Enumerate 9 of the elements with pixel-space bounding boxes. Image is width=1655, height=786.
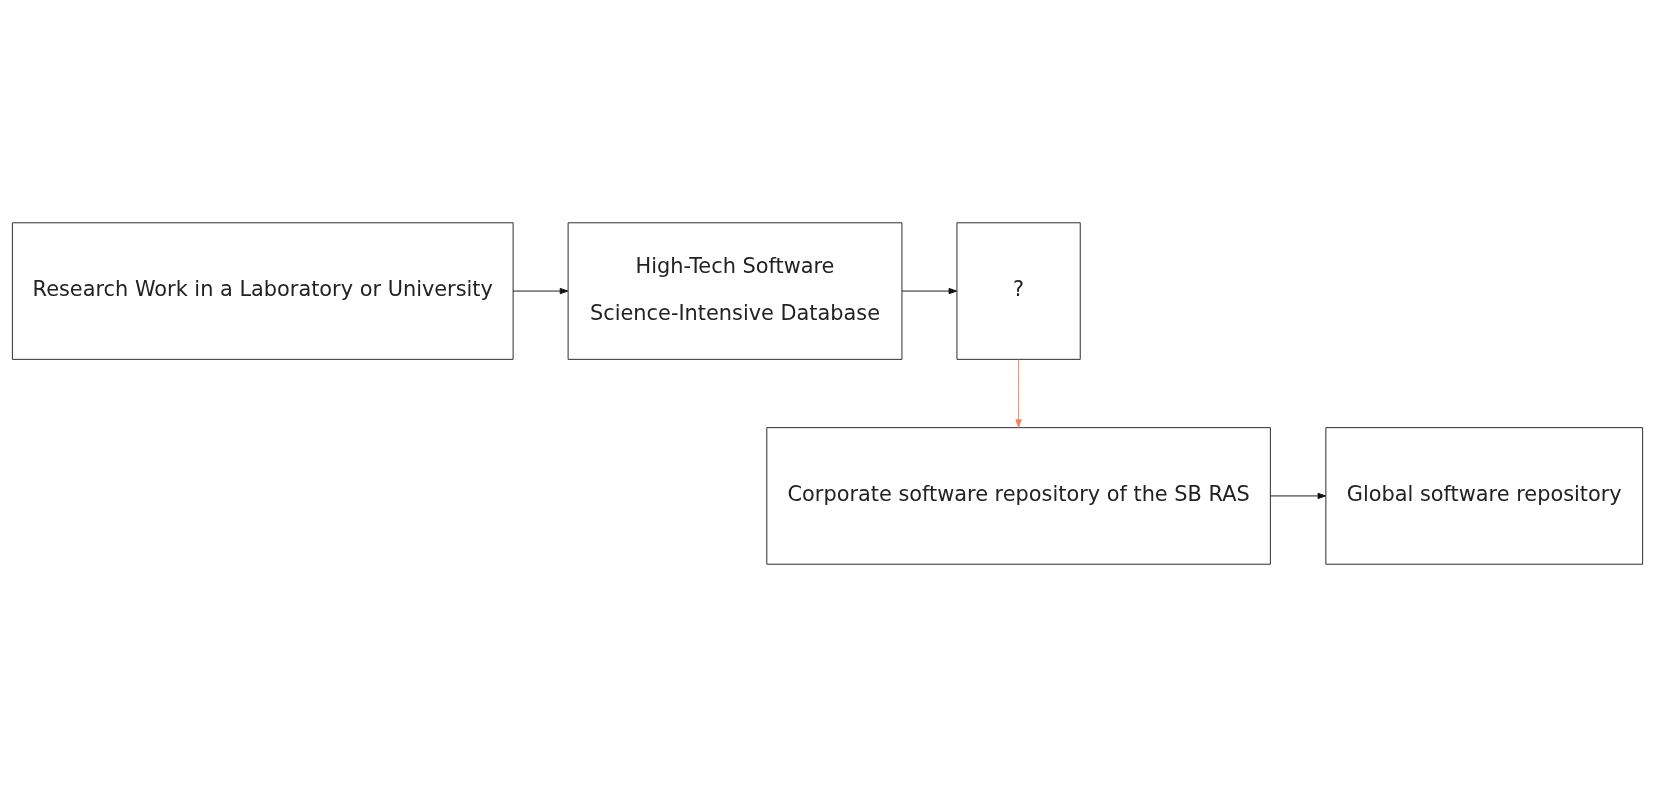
node-box: Corporate software repository of the SB RAS <box>766 426 1271 565</box>
arrow <box>901 287 958 294</box>
arrow <box>1015 358 1022 428</box>
node-box: Global software repository <box>1325 426 1644 565</box>
node-box: Research Work in a Laboratory or University <box>11 221 514 360</box>
node-box: ? <box>956 221 1081 360</box>
arrow <box>512 287 569 294</box>
node-box: High-Tech Software Science-Intensive Database <box>567 221 903 360</box>
arrow <box>1270 492 1327 499</box>
